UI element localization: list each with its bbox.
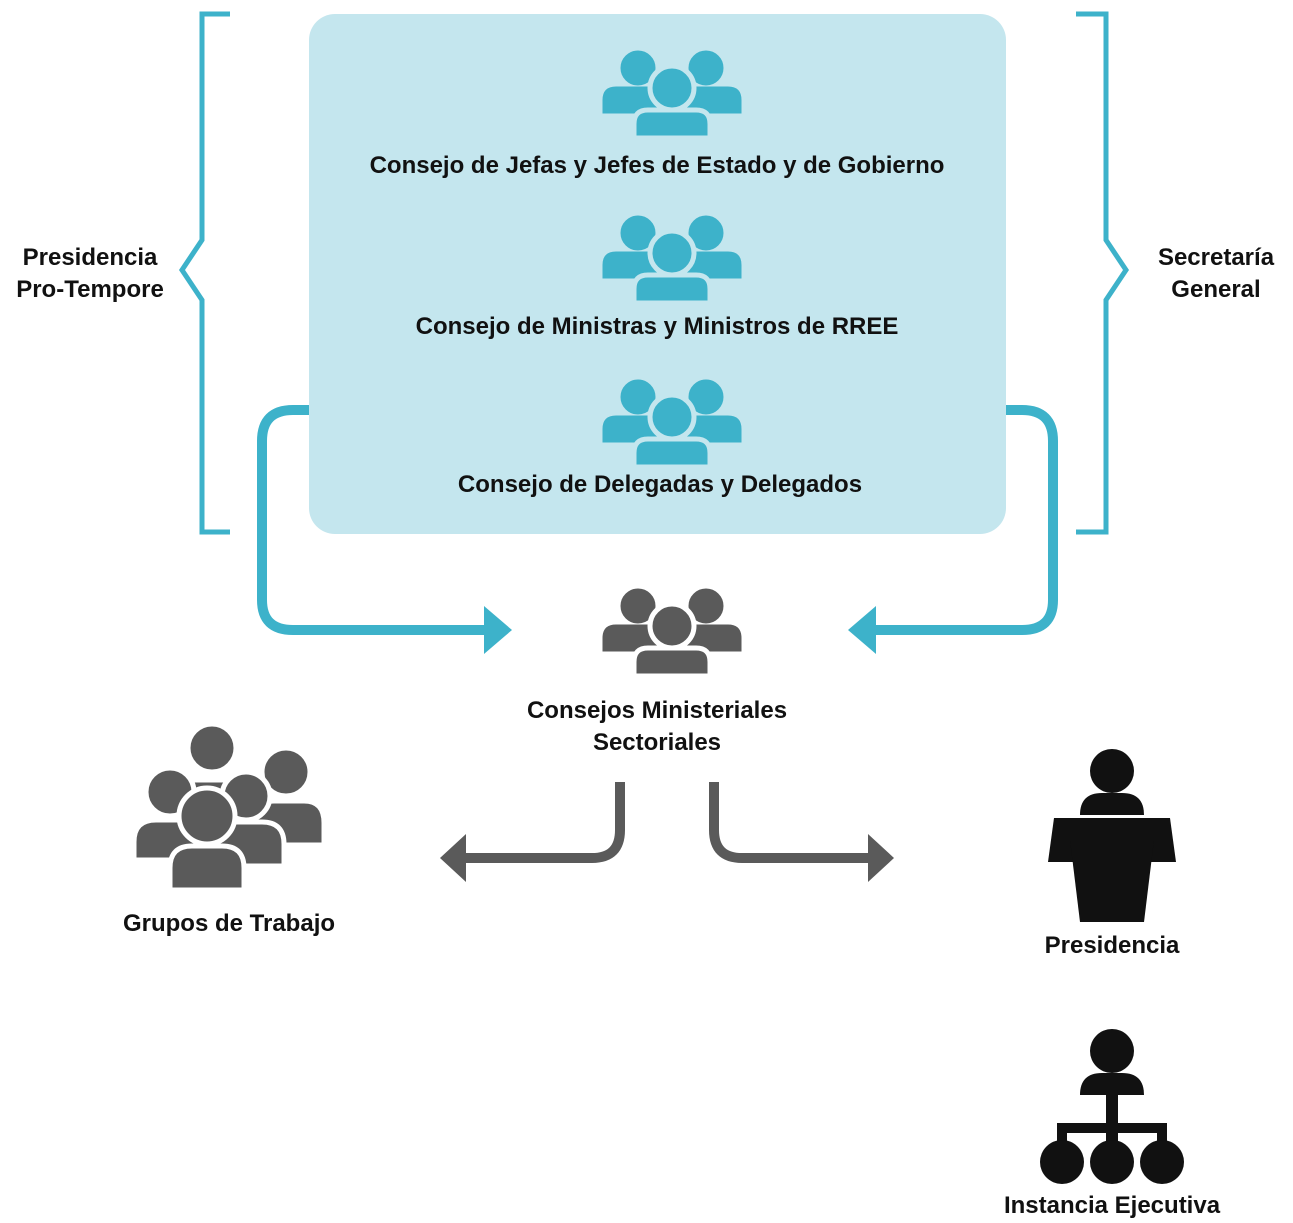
council-heads-of-state-label: Consejo de Jefas y Jefes de Estado y de … (369, 152, 945, 179)
right-teal-connector (872, 405, 1058, 635)
council-ministers-label: Consejo de Ministras y Ministros de RREE (415, 313, 899, 340)
large-group-icon (131, 721, 327, 893)
presidencia-pro-tempore-label: Presidencia Pro-Tempore (16, 244, 164, 303)
org-hierarchy-icon (1040, 1029, 1184, 1184)
right-gray-arrowhead (868, 834, 894, 882)
presidency-label: Presidencia (1044, 932, 1180, 959)
secretaria-general-label: Secretaría General (1157, 244, 1275, 303)
left-teal-arrowhead (484, 606, 512, 654)
right-bracket (1076, 11, 1130, 535)
right-gray-connector (709, 782, 872, 863)
executive-instance-label: Instancia Ejecutiva (1003, 1192, 1221, 1219)
right-teal-arrowhead (848, 606, 876, 654)
left-gray-connector (462, 782, 625, 863)
left-bracket (178, 11, 230, 535)
sectoral-councils-label: Consejos Ministeriales Sectoriales (526, 697, 788, 756)
left-teal-connector (257, 405, 488, 635)
group-icon (602, 588, 742, 676)
left-gray-arrowhead (440, 834, 466, 882)
working-groups-label: Grupos de Trabajo (122, 910, 336, 937)
podium-speaker-icon (1048, 749, 1176, 922)
council-delegates-label: Consejo de Delegadas y Delegados (457, 471, 863, 498)
